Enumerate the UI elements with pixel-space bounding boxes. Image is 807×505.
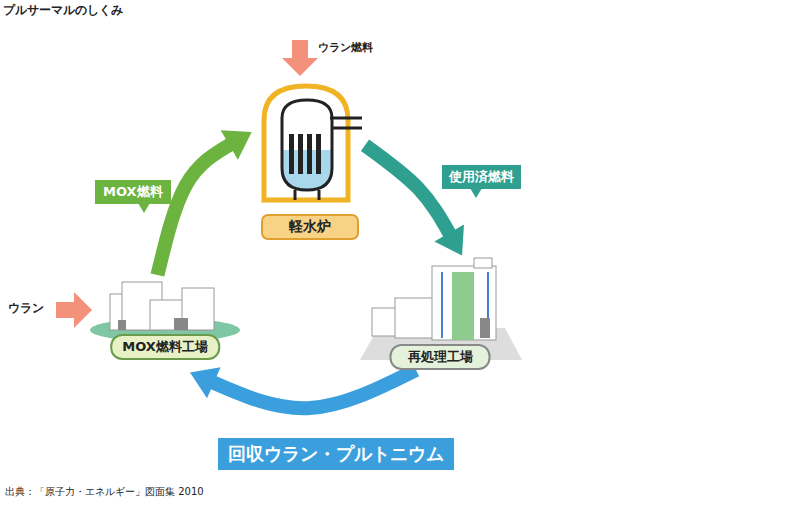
facility-label: MOX燃料工場 — [110, 334, 220, 360]
input-label: ウラン燃料 — [318, 40, 373, 55]
flow-arrow — [365, 145, 464, 255]
flow-line — [158, 144, 232, 275]
mox-plant-illustration — [90, 282, 240, 342]
facility-label: 軽水炉 — [261, 214, 359, 240]
arrow-head — [221, 130, 252, 159]
facility-node: 再処理工場 — [360, 258, 520, 370]
facility-node: 軽水炉 — [255, 82, 365, 240]
flow-label: MOX燃料 — [95, 180, 171, 204]
input-label: ウラン — [8, 300, 44, 317]
flow-label: 使用済燃料 — [442, 165, 521, 189]
arrow-head — [434, 225, 464, 256]
caption: 出典：「原子力・エネルギー」図面集 2010 — [5, 485, 204, 499]
tag-pointer — [138, 203, 150, 213]
flow-label: 回収ウラン・プルトニウム — [218, 438, 454, 470]
facility-node: MOX燃料工場 — [90, 275, 240, 360]
title: プルサーマルのしくみ — [3, 2, 123, 19]
flow-arrow — [190, 367, 416, 408]
facility-label: 再処理工場 — [390, 344, 491, 370]
flow-line — [212, 370, 416, 408]
tag-pointer — [470, 188, 482, 198]
input-arrow — [282, 40, 318, 76]
flow-line — [365, 145, 450, 235]
arrow-head — [190, 367, 221, 398]
reactor-illustration — [264, 86, 362, 200]
flow-arrow — [158, 130, 252, 275]
input-arrow — [56, 292, 92, 328]
